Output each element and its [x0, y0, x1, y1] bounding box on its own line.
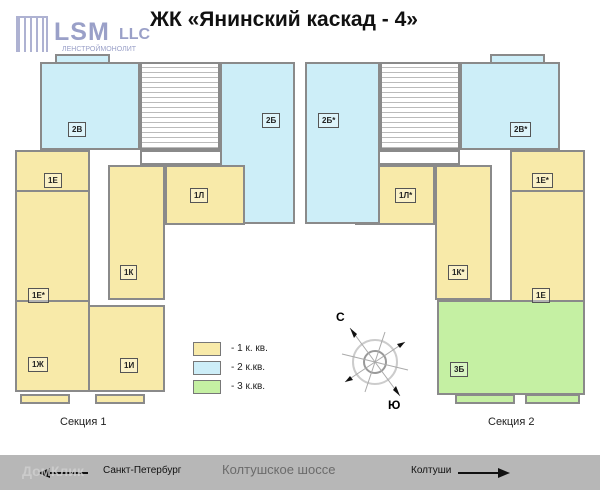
balcony: [20, 394, 70, 404]
apartment-label: 2Б: [262, 113, 281, 128]
balcony: [55, 54, 110, 64]
road-strip: ДомКлик Санкт-Петербург Колтушское шоссе…: [0, 455, 600, 490]
apartment-code: 1Е: [536, 291, 546, 300]
apartment-label: 1Е: [532, 288, 550, 303]
legend-swatch: [193, 341, 221, 356]
apartment: [15, 300, 90, 392]
apartment-label: 1Е*: [532, 173, 553, 188]
apartment-label: 1И: [120, 358, 139, 373]
legend-item-2room: - 2 к.кв.: [193, 358, 268, 377]
compass-north: С: [336, 310, 345, 324]
page-title: ЖК «Янинский каскад - 4»: [150, 8, 418, 31]
balcony: [455, 394, 515, 404]
apartment-label: 2В: [68, 122, 87, 137]
apartment-code: 1Л: [194, 191, 205, 200]
apartment-label: 1Е*: [28, 288, 49, 303]
building-icon: [16, 16, 48, 52]
apartment-code: 1Л*: [399, 191, 413, 200]
apartment-code: 3Б: [454, 365, 465, 374]
apartment-code: 1К*: [452, 268, 465, 277]
apartment: [305, 62, 380, 224]
arrow-left-icon: [38, 468, 88, 478]
apartment: [40, 62, 140, 150]
legend-swatch: [193, 360, 221, 375]
apartment-label: 1К*: [448, 265, 469, 280]
lsm-logo: LSM LLC ЛЕНСТРОЙМОНОЛИТ: [14, 14, 164, 54]
apartment: [437, 300, 585, 395]
balcony: [525, 394, 580, 404]
legend-label: - 1 к. кв.: [231, 343, 268, 354]
legend: - 1 к. кв. - 2 к.кв. - 3 к.кв.: [193, 339, 268, 396]
apartment-code: 2Б: [266, 116, 277, 125]
apartment-code: 2В: [72, 125, 83, 134]
legend-item-3room: - 3 к.кв.: [193, 377, 268, 396]
apartment-label: 1Л: [190, 188, 209, 203]
apartment-label: 1Л*: [395, 188, 417, 203]
apartment-code: 1Е*: [32, 291, 45, 300]
compass-rose: С Ю: [330, 310, 420, 415]
direction-koltushi: Колтуши: [411, 465, 452, 476]
apartment: [435, 165, 492, 300]
logo-name: LSM: [54, 18, 110, 46]
apartment-code: 1Е: [48, 176, 58, 185]
balcony: [95, 394, 145, 404]
apartment: [165, 165, 245, 225]
apartment-label: 2Б*: [318, 113, 340, 128]
stair-core-left: [140, 62, 220, 150]
logo-suffix: LLC: [119, 26, 151, 43]
watermark: ДомКлик: [22, 463, 84, 479]
apartment-label: 2В*: [510, 122, 532, 137]
apartment-code: 2Б*: [322, 116, 336, 125]
apartment-label: 3Б: [450, 362, 469, 377]
apartment-code: 1К: [124, 268, 134, 277]
arrow-right-icon: [458, 468, 510, 478]
direction-spb: Санкт-Петербург: [103, 465, 182, 476]
apartment-code: 1Е*: [536, 176, 549, 185]
legend-item-1room: - 1 к. кв.: [193, 339, 268, 358]
stair-core-right: [380, 62, 460, 150]
balcony: [490, 54, 545, 64]
apartment-code: 1И: [124, 361, 135, 370]
apartment-label: 1К: [120, 265, 138, 280]
apartment-code: 1Ж: [32, 360, 44, 369]
apartment-label: 1Е: [44, 173, 62, 188]
logo-subtitle: ЛЕНСТРОЙМОНОЛИТ: [62, 46, 137, 53]
apartment: [15, 190, 90, 302]
apartment-label: 1Ж: [28, 357, 48, 372]
apartment-code: 2В*: [514, 125, 528, 134]
compass-south: Ю: [388, 398, 401, 412]
apartment: [15, 150, 90, 192]
apartment: [88, 305, 165, 392]
section-2-label: Секция 2: [488, 416, 535, 428]
legend-swatch: [193, 379, 221, 394]
highway-name: Колтушское шоссе: [222, 462, 336, 477]
legend-label: - 3 к.кв.: [231, 381, 266, 392]
apartment: [510, 190, 585, 302]
section-1-label: Секция 1: [60, 416, 107, 428]
legend-label: - 2 к.кв.: [231, 362, 266, 373]
compass-icon: [341, 327, 409, 397]
